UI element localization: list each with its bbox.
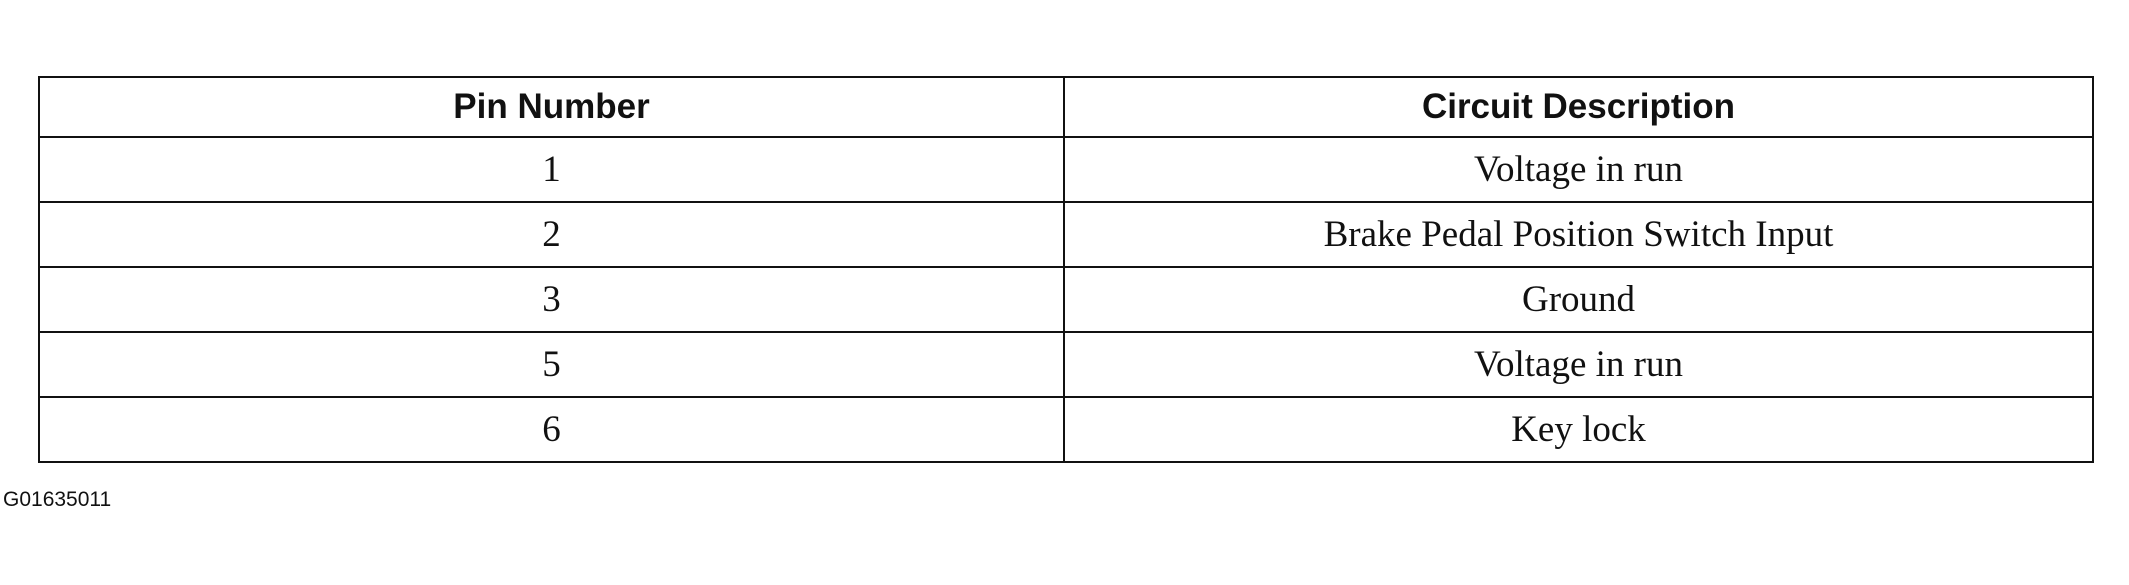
- table-row: 3 Ground: [38, 266, 2094, 333]
- pin-number-cell: 2: [38, 201, 1065, 268]
- pin-number-cell: 5: [38, 331, 1065, 398]
- pin-number-cell: 1: [38, 136, 1065, 203]
- table-row: 6 Key lock: [38, 396, 2094, 463]
- table-header-row: Pin Number Circuit Description: [38, 76, 2094, 138]
- circuit-description-cell: Ground: [1063, 266, 2094, 333]
- figure-id-label: G01635011: [3, 488, 112, 511]
- circuit-description-cell: Voltage in run: [1063, 331, 2094, 398]
- circuit-description-cell: Key lock: [1063, 396, 2094, 463]
- table-row: 2 Brake Pedal Position Switch Input: [38, 201, 2094, 268]
- table-row: 5 Voltage in run: [38, 331, 2094, 398]
- pin-number-cell: 3: [38, 266, 1065, 333]
- circuit-description-cell: Voltage in run: [1063, 136, 2094, 203]
- pin-circuit-table: Pin Number Circuit Description 1 Voltage…: [38, 76, 2094, 463]
- column-header-circuit-description: Circuit Description: [1063, 76, 2094, 138]
- table-row: 1 Voltage in run: [38, 136, 2094, 203]
- column-header-pin-number: Pin Number: [38, 76, 1065, 138]
- pin-number-cell: 6: [38, 396, 1065, 463]
- circuit-description-cell: Brake Pedal Position Switch Input: [1063, 201, 2094, 268]
